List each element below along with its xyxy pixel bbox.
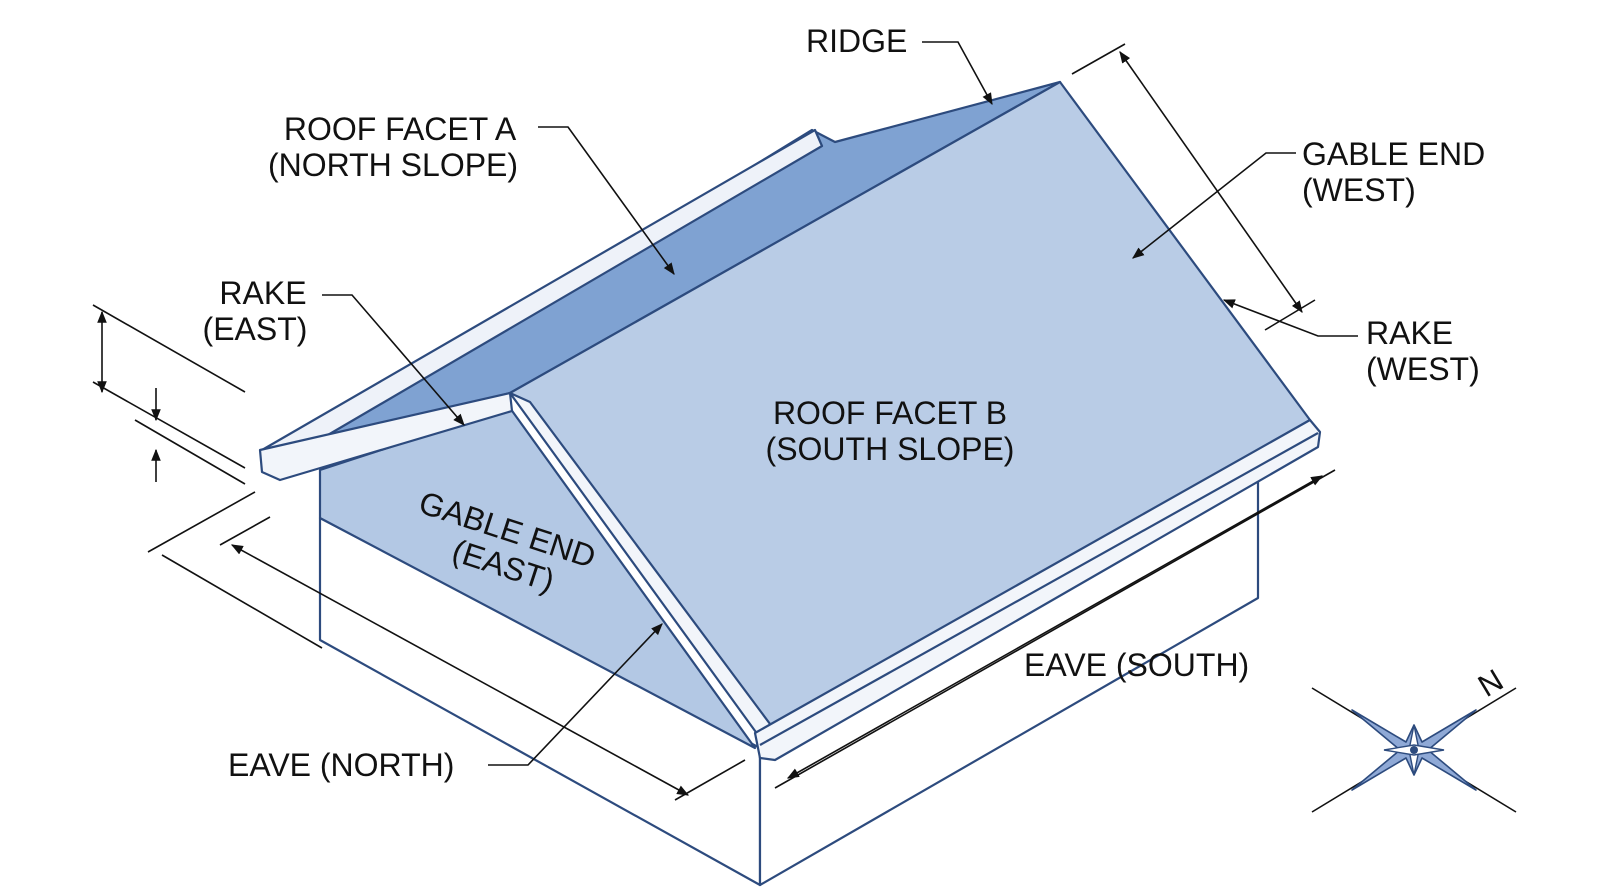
eave-south-label: EAVE (SOUTH): [1024, 647, 1249, 683]
roof-facet-b-sublabel: (SOUTH SLOPE): [766, 431, 1015, 467]
eave-north-label: EAVE (NORTH): [228, 747, 454, 783]
compass-north-label: N: [1472, 662, 1509, 704]
roof-facet-a-label: ROOF FACET A: [284, 111, 517, 147]
gable-end-west-label: GABLE END: [1302, 136, 1485, 172]
rake-east-board: [258, 391, 514, 482]
leader-lines: [322, 41, 1358, 766]
eave-north-leader: [488, 623, 663, 766]
ridge-label: RIDGE: [806, 23, 907, 59]
rake-east-sublabel: (EAST): [203, 311, 308, 347]
roof-facet-b-label: ROOF FACET B: [773, 395, 1007, 431]
roof-facet-a-sublabel: (NORTH SLOPE): [268, 147, 518, 183]
compass-rose: N: [1311, 662, 1517, 813]
gable-end-west-leader: [1132, 152, 1296, 259]
rake-west-leader: [1222, 299, 1358, 337]
rake-west-label: RAKE: [1366, 315, 1453, 351]
rake-east-leader: [322, 294, 465, 426]
gable-end-west-sublabel: (WEST): [1302, 172, 1416, 208]
rake-east-label: RAKE: [219, 275, 306, 311]
rake-west-sublabel: (WEST): [1366, 351, 1480, 387]
roof-facet-a-leader: [538, 126, 675, 275]
dimension-lines: [92, 43, 1336, 801]
ridge-leader: [922, 41, 993, 106]
